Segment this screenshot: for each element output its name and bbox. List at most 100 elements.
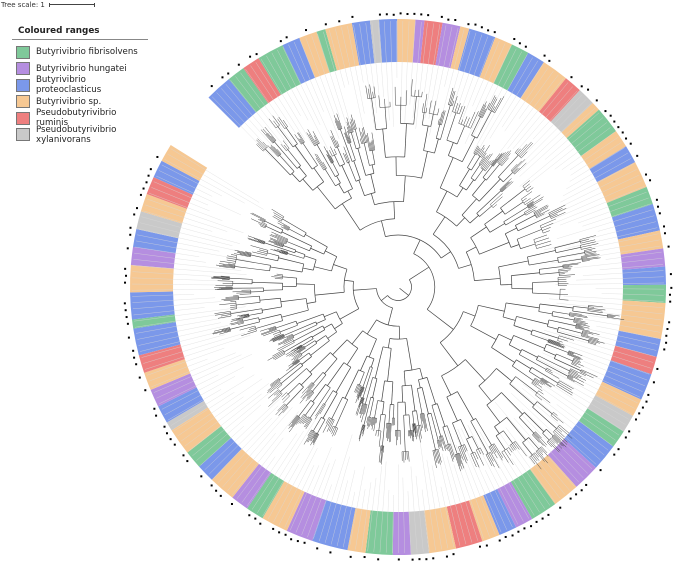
branch <box>500 188 526 209</box>
branch <box>528 259 559 266</box>
branch <box>439 157 454 189</box>
tip-line <box>543 221 656 251</box>
leaf-branch <box>326 419 334 432</box>
marker-dot <box>440 15 443 18</box>
branch-arc <box>382 346 392 349</box>
leaf-branch <box>558 382 572 391</box>
leaf-branch <box>580 239 596 244</box>
leaf-branch <box>547 341 564 348</box>
tip-line <box>341 27 365 134</box>
leaf-branch <box>347 126 350 134</box>
branch <box>349 142 356 161</box>
leaf-branch <box>278 406 288 416</box>
leaf-branch <box>301 416 308 424</box>
tip-line <box>262 453 300 517</box>
branch <box>421 387 429 414</box>
tip-line <box>137 234 220 252</box>
branch-arc <box>370 396 374 399</box>
branch <box>517 229 542 240</box>
tip-line <box>132 297 216 303</box>
leaf-branch <box>503 450 514 465</box>
leaf-branch <box>299 415 307 424</box>
marker-dot <box>493 31 496 34</box>
leaf-branch <box>481 153 493 169</box>
leaf-branch <box>364 404 368 415</box>
leaf-branch <box>569 315 575 317</box>
range-segment <box>497 481 533 528</box>
branch-arc <box>301 141 305 145</box>
leaf-branch <box>388 423 391 443</box>
branch <box>351 330 363 345</box>
range-segment <box>247 472 285 519</box>
leaf-branch <box>479 101 487 117</box>
branch-arc <box>510 170 515 175</box>
tip-line <box>494 401 570 491</box>
leaf-branch <box>437 440 441 447</box>
leaf-branch <box>536 392 551 404</box>
tip-line <box>257 416 318 513</box>
tip-line <box>555 282 664 285</box>
branch <box>484 210 503 225</box>
branch <box>474 278 501 281</box>
branch-arc <box>286 252 289 255</box>
branch <box>491 347 515 363</box>
tip-line <box>535 383 616 441</box>
leaf-branch <box>607 316 625 320</box>
branch <box>259 297 281 301</box>
leaf-branch <box>250 218 267 226</box>
leaf-branch <box>580 241 596 246</box>
leaf-branch <box>310 433 318 446</box>
leaf-branch <box>259 249 268 253</box>
branch-arc <box>548 213 552 219</box>
leaf-branch <box>581 256 599 260</box>
legend-swatch <box>16 45 30 59</box>
range-segment <box>618 300 666 340</box>
branch <box>312 384 326 402</box>
leaf-branch <box>533 204 548 213</box>
branch <box>516 359 532 370</box>
tip-line <box>284 465 315 528</box>
branch <box>498 260 529 268</box>
tip-line <box>512 82 569 149</box>
tip-line <box>311 35 340 118</box>
leaf-branch <box>274 278 283 280</box>
leaf-branch <box>280 226 289 231</box>
branch-arc <box>411 95 422 98</box>
leaf-branch <box>470 111 479 129</box>
branch <box>293 324 318 337</box>
branch <box>283 335 312 353</box>
leaf-branch <box>298 132 305 143</box>
tip-line <box>145 334 251 370</box>
range-segment <box>446 500 483 549</box>
branch-arc <box>258 317 260 322</box>
leaf-branch <box>272 335 285 341</box>
branch <box>478 385 492 402</box>
branch <box>502 316 516 321</box>
branch <box>238 295 260 298</box>
leaf-branch <box>373 418 377 432</box>
leaf-branch <box>268 240 284 247</box>
leaf-branch <box>269 383 282 394</box>
leaf-branch <box>288 415 298 426</box>
tip-line <box>371 22 381 105</box>
leaf-branch <box>288 360 300 369</box>
leaf-branch <box>359 398 365 414</box>
branch-arc <box>315 432 319 435</box>
branch-arc <box>436 211 457 227</box>
tip-line <box>151 187 210 212</box>
tip-line <box>208 405 279 475</box>
marker-dot <box>655 198 658 201</box>
range-segment <box>232 463 272 509</box>
leaf-branch <box>360 138 362 144</box>
legend-item-ruminis: Pseudobutyrivibrio ruminis <box>12 108 148 128</box>
leaf-branch <box>533 234 548 240</box>
marker-dot <box>145 181 148 184</box>
leaf-branch <box>562 265 570 268</box>
leaf-branch <box>378 445 382 463</box>
leaf-branch <box>273 333 281 337</box>
tip-line <box>138 325 229 346</box>
marker-dot <box>656 367 659 370</box>
leaf-branch <box>350 114 356 130</box>
branch-arc <box>524 212 527 216</box>
branch-arc <box>303 345 306 349</box>
